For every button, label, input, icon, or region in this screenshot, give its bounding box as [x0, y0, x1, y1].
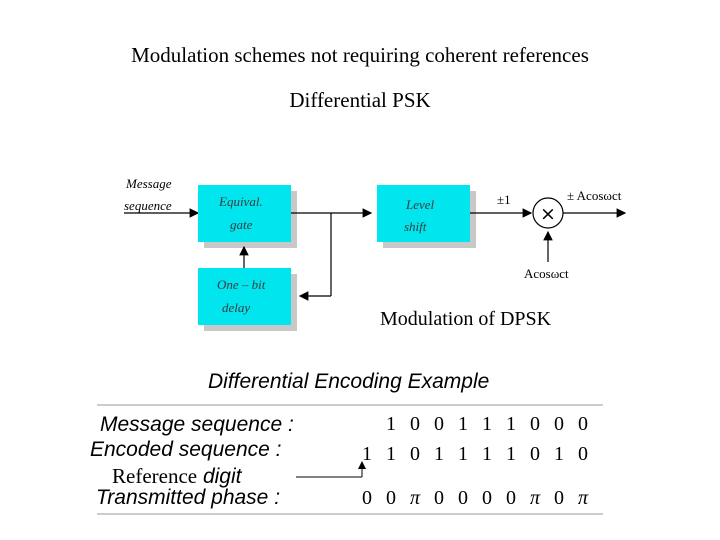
level-shift-label-line2: shift — [404, 219, 427, 234]
delay-block — [198, 268, 291, 325]
transmitted-phase-digit: 0 — [554, 487, 564, 509]
message-digit: 0 — [554, 413, 564, 435]
reference-word: Reference — [112, 464, 198, 488]
mixer-icon: × — [540, 203, 556, 225]
transmitted-phase-digit: π — [409, 487, 421, 509]
transmitted-phase-digit: 0 — [362, 487, 372, 509]
dpsk-caption: Modulation of DPSK — [380, 308, 552, 330]
message-digit: 1 — [386, 413, 396, 435]
slide-subtitle: Differential PSK — [289, 88, 431, 112]
row-label-transmitted: Transmitted phase : — [96, 486, 281, 509]
message-digit: 0 — [578, 413, 588, 435]
encoded-digit: 1 — [386, 443, 396, 465]
message-digit: 0 — [410, 413, 420, 435]
level-shift-block — [377, 185, 470, 242]
encoded-digit: 1 — [362, 443, 372, 465]
transmitted-phase-digit: 0 — [434, 487, 444, 509]
encoded-digit: 1 — [554, 443, 564, 465]
slide-title: Modulation schemes not requiring coheren… — [131, 43, 589, 67]
level-shift-label-line1: Level — [405, 197, 435, 212]
delay-label-line1: One – bit — [217, 277, 266, 292]
delay-label-line2: delay — [222, 300, 250, 315]
message-digit: 1 — [506, 413, 516, 435]
equiv-gate-label-line1: Equival. — [218, 194, 263, 209]
encoded-digit: 0 — [410, 443, 420, 465]
message-digit: 1 — [458, 413, 468, 435]
carrier-label: Acosωct — [524, 266, 569, 281]
encoding-title: Differential Encoding Example — [208, 370, 490, 393]
transmitted-phase-digit: 0 — [386, 487, 396, 509]
output-label: ± Acosωct — [567, 188, 622, 203]
transmitted-phase-digit: π — [577, 487, 589, 509]
equiv-gate-block — [198, 185, 291, 242]
transmitted-phase-digit: 0 — [458, 487, 468, 509]
digit-word: digit — [202, 465, 242, 488]
encoded-digit: 0 — [530, 443, 540, 465]
message-digit: 0 — [530, 413, 540, 435]
transmitted-phase-digit: 0 — [482, 487, 492, 509]
encoded-digit: 1 — [458, 443, 468, 465]
transmitted-phase-digit: 0 — [506, 487, 516, 509]
input-label-line2: sequence — [124, 198, 172, 213]
row-label-message: Message sequence : — [100, 413, 294, 436]
encoded-digit: 1 — [434, 443, 444, 465]
row-label-encoded: Encoded sequence : — [90, 438, 282, 461]
encoded-digit: 1 — [482, 443, 492, 465]
encoded-digit: 1 — [506, 443, 516, 465]
level-output-label: ±1 — [497, 192, 511, 207]
equiv-gate-label-line2: gate — [230, 217, 253, 232]
message-digit: 1 — [482, 413, 492, 435]
row-label-reference: Reference digit — [112, 464, 241, 489]
message-digit: 0 — [434, 413, 444, 435]
transmitted-phase-digit: π — [529, 487, 541, 509]
input-label-line1: Message — [125, 176, 172, 191]
encoded-digit: 0 — [578, 443, 588, 465]
